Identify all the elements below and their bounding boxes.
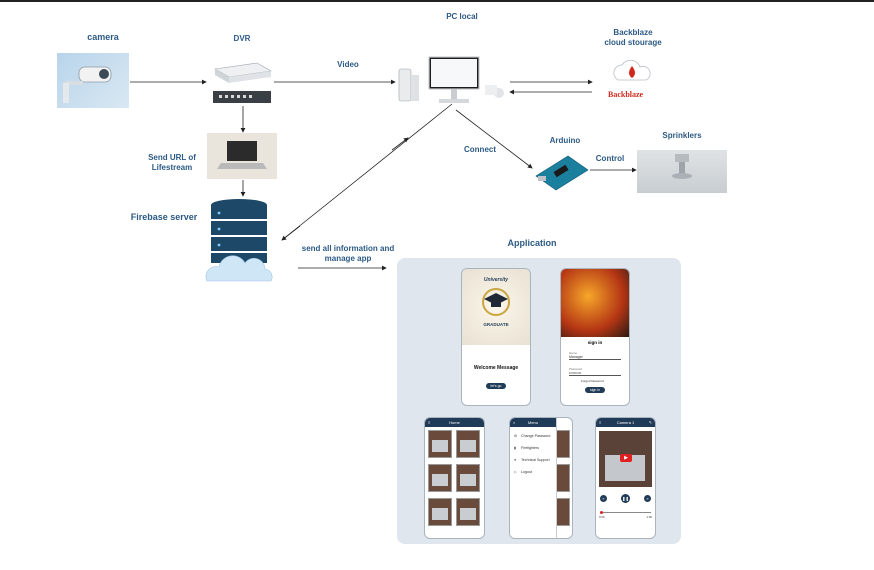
application-label: Application xyxy=(507,238,557,248)
back-arrow-icon[interactable]: ↰ xyxy=(648,420,652,425)
laptop-icon xyxy=(217,141,267,169)
arduino-board-icon xyxy=(535,155,589,191)
arrow-pc-arduino xyxy=(455,109,533,169)
settings-icon: ⚙ xyxy=(514,434,518,438)
logout-icon: ▷ xyxy=(514,470,517,474)
forward-icon[interactable]: » xyxy=(644,495,651,502)
sprinkler-head-icon xyxy=(672,154,692,179)
camera-label: camera xyxy=(87,32,119,42)
arduino-label: Arduino xyxy=(549,136,581,145)
backblaze-wordmark: Backblaze xyxy=(608,90,644,99)
close-icon[interactable]: × xyxy=(513,420,516,425)
firefighter-icon: ▮ xyxy=(514,446,516,450)
pc-setup-icon xyxy=(398,56,504,103)
support-icon: ● xyxy=(514,458,517,462)
time-right: 1:00 xyxy=(646,515,652,519)
camera-header: ≡ Camera 1 ↰ xyxy=(596,418,655,427)
top-border-line xyxy=(0,0,874,2)
laptop-image xyxy=(207,133,277,179)
play-icon[interactable]: ▶ xyxy=(620,454,632,462)
signin-screen: sign in Name Manager Password ••••••••••… xyxy=(560,268,630,406)
arduino-image xyxy=(532,150,590,194)
camera-tile[interactable] xyxy=(456,430,480,458)
signin-title: sign in xyxy=(587,340,603,345)
camera-tile xyxy=(556,498,570,526)
camera-image xyxy=(57,53,129,108)
rewind-icon[interactable]: « xyxy=(600,495,607,502)
name-field[interactable]: Manager xyxy=(569,355,621,360)
send-url-label: Send URL of Lifestream xyxy=(148,153,196,172)
arrow-pc-firebase xyxy=(281,103,453,241)
sprinklers-image xyxy=(637,150,727,193)
database-server-icon xyxy=(205,199,273,282)
control-label: Control xyxy=(595,154,625,163)
camera-tile[interactable] xyxy=(428,430,452,458)
password-field[interactable]: •••••••••• xyxy=(569,371,621,376)
dvr-label: DVR xyxy=(233,34,251,43)
hamburger-icon[interactable]: ≡ xyxy=(428,420,431,425)
welcome-message: Welcome Message xyxy=(473,365,519,371)
lets-go-button[interactable]: let's go xyxy=(486,383,506,389)
menu-item-logout[interactable]: ▷Logout xyxy=(510,466,556,478)
menu-item-firefighters[interactable]: ▮Firefighters xyxy=(510,442,556,454)
pause-icon[interactable]: ❚❚ xyxy=(621,494,630,503)
signin-button[interactable]: sign in xyxy=(585,387,605,393)
menu-screen: × Menu ⚙Change Password ▮Firefighters ●Te… xyxy=(509,417,573,539)
welcome-screen: University GRADUATE Welcome Message let'… xyxy=(461,268,531,406)
menu-item-change-password[interactable]: ⚙Change Password xyxy=(510,430,556,442)
arrow-pc-firebase-head xyxy=(281,225,301,241)
menu-item-technical-support[interactable]: ●Technical Support xyxy=(510,454,556,466)
dvr-device-icon xyxy=(213,62,272,103)
backblaze-logo: Backblaze xyxy=(608,58,658,108)
backblaze-label: Backblaze cloud stourage xyxy=(604,28,662,47)
camera-tile xyxy=(556,464,570,492)
hamburger-icon[interactable]: ≡ xyxy=(599,420,602,425)
firebase-label: Firebase server xyxy=(130,212,198,222)
camera-tile[interactable] xyxy=(428,464,452,492)
logo-bottom-text: GRADUATE xyxy=(483,322,509,327)
camera-tile[interactable] xyxy=(456,498,480,526)
home-header: ≡ Home xyxy=(425,418,484,427)
firebase-server-image xyxy=(203,195,279,287)
home-screen: ≡ Home xyxy=(424,417,485,539)
camera-tile[interactable] xyxy=(456,464,480,492)
graduation-cap-icon xyxy=(482,288,510,316)
menu-title: Menu xyxy=(527,420,538,425)
progress-knob[interactable] xyxy=(600,511,603,514)
menu-header: × Menu xyxy=(510,418,556,427)
camera-tile[interactable] xyxy=(428,498,452,526)
password-label: Password xyxy=(569,367,583,371)
video-label: Video xyxy=(337,60,359,69)
video-player[interactable]: ▶ xyxy=(599,431,652,487)
name-label: Name xyxy=(569,351,578,355)
progress-bar[interactable] xyxy=(600,512,651,513)
arrow-firebase-pc-head xyxy=(391,137,409,151)
camera-tile xyxy=(556,430,570,458)
home-title: Home xyxy=(449,420,460,425)
pc-local-image xyxy=(393,55,511,107)
application-panel: University GRADUATE Welcome Message let'… xyxy=(397,258,681,544)
sprinklers-label: Sprinklers xyxy=(662,131,702,140)
pc-local-label: PC local xyxy=(446,12,478,21)
time-left: 0:00 xyxy=(599,515,605,519)
send-all-label: send all information and manage app xyxy=(301,244,395,263)
fire-image xyxy=(561,269,629,337)
connect-label: Connect xyxy=(464,145,496,154)
forgot-password-link[interactable]: Forgot Password xyxy=(581,379,604,383)
dvr-image xyxy=(211,57,273,105)
cctv-camera-icon xyxy=(63,66,112,103)
camera-screen: ≡ Camera 1 ↰ ▶ « ❚❚ » 0:00 1:00 xyxy=(595,417,656,539)
cloud-flame-icon xyxy=(613,59,651,81)
graduate-logo: University GRADUATE xyxy=(462,269,530,345)
logo-top-text: University xyxy=(483,277,509,283)
menu-drawer: × Menu ⚙Change Password ▮Firefighters ●Te… xyxy=(510,418,557,538)
camera-title: Camera 1 xyxy=(616,420,635,425)
